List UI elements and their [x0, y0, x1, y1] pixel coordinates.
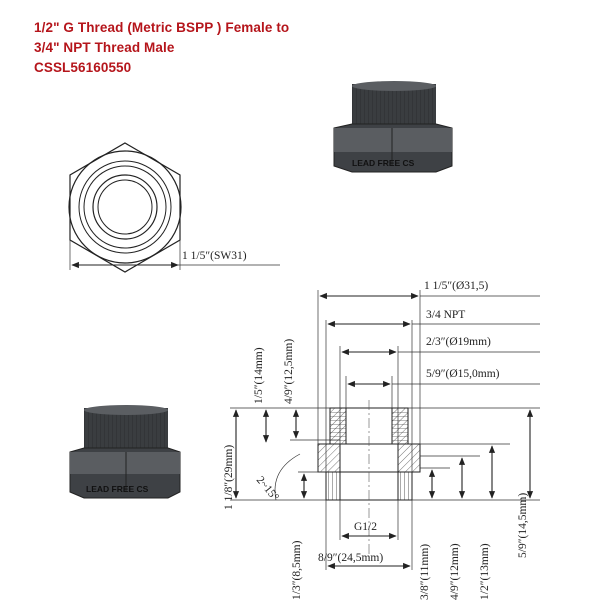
- total-length-label: 1 1/8″(29mm): [223, 445, 235, 510]
- stamp-text-top: LEAD FREE CS: [352, 158, 415, 168]
- section-view: [317, 400, 421, 560]
- horizontal-dimensions: 1 1/5″(Ø31,5) 3/4 NPT 2/3″(Ø19mm) 5/9″(Ø…: [317, 280, 540, 472]
- depth-12-5-label: 4/9″(12,5mm): [283, 339, 295, 404]
- hex-width-label: 1 1/5″(SW31): [182, 250, 247, 262]
- hex-width-dimension: 1 1/5″(SW31): [69, 240, 280, 270]
- title-line-2: 3/4" NPT Thread Male: [34, 40, 175, 55]
- right-vertical-dimensions: 3/8″(11mm) 4/9″(12mm) 1/2″(13mm) 5/9″(14…: [408, 407, 540, 600]
- len-14-5-label: 5/9″(14,5mm): [517, 493, 529, 558]
- fitting-3d-top: LEAD FREE CS: [333, 81, 453, 173]
- len-11-label: 3/8″(11mm): [419, 544, 431, 600]
- title-line-1: 1/2" G Thread (Metric BSPP ) Female to: [34, 20, 290, 35]
- bore-19-label: 2/3″(Ø19mm): [426, 336, 491, 348]
- left-vertical-dimensions: 1 1/8″(29mm) 1/5″(14mm) 4/9″(12,5mm) 2~1…: [223, 339, 340, 600]
- len-13-label: 1/2″(13mm): [479, 543, 491, 600]
- part-number: CSSL56160550: [34, 60, 132, 75]
- female-depth-label: 1/5″(14mm): [253, 347, 265, 404]
- width-24-5-label: 8/9″(24,5mm): [318, 552, 383, 564]
- len-12-label: 4/9″(12mm): [449, 543, 461, 600]
- len-8-5-label: 1/3″(8,5mm): [291, 540, 303, 600]
- stamp-text-bottom: LEAD FREE CS: [86, 484, 149, 494]
- g-thread-label: G1/2: [354, 521, 377, 533]
- hex-top-view: [68, 142, 182, 273]
- overall-width-label: 1 1/5″(Ø31,5): [424, 280, 488, 292]
- bottom-dimensions: G1/2 8/9″(24,5mm): [318, 500, 413, 570]
- npt-label: 3/4 NPT: [426, 309, 465, 321]
- fitting-3d-bottom: LEAD FREE CS: [69, 405, 181, 499]
- bore-15-label: 5/9″(Ø15,0mm): [426, 368, 500, 380]
